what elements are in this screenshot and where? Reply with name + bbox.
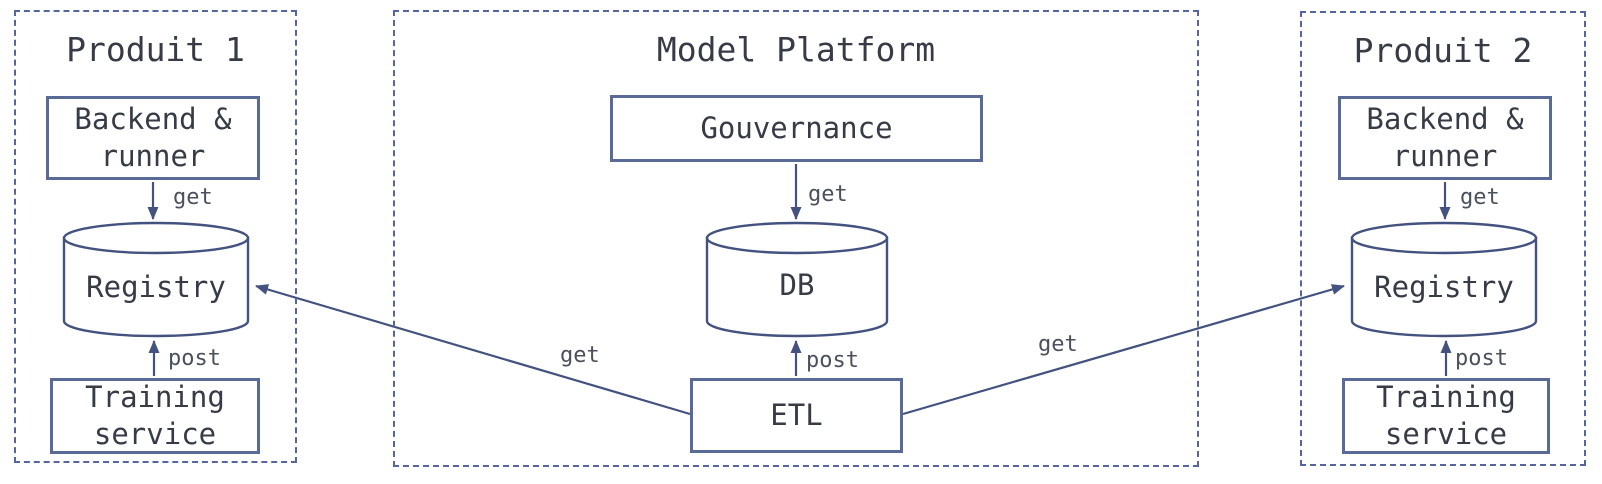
edge-label-gouvernance-db: get — [808, 182, 848, 207]
edge-label-etl-registry1: get — [560, 343, 600, 368]
node-training-service-2: Training service — [1342, 378, 1550, 454]
edge-label-backend2-registry2: get — [1460, 185, 1500, 210]
node-backend-runner-1-line2: runner — [100, 139, 206, 173]
node-training-service-1-line2: service — [93, 417, 217, 451]
group-produit-2-title: Produit 2 — [1353, 31, 1533, 70]
node-backend-runner-2-line1: Backend & — [1366, 102, 1524, 136]
group-produit-2: Produit 2 — [1300, 11, 1586, 466]
edge-label-training2-registry2: post — [1455, 346, 1508, 371]
arrow-etl-to-registry1 — [255, 284, 691, 416]
node-backend-runner-2: Backend & runner — [1338, 96, 1552, 180]
edge-label-etl-db: post — [806, 348, 859, 373]
node-backend-runner-2-line2: runner — [1392, 139, 1498, 173]
arrow-etl-to-registry2 — [902, 284, 1345, 416]
node-backend-runner-1-line1: Backend & — [74, 102, 232, 136]
node-etl-label: ETL — [770, 398, 823, 432]
node-training-service-2-line2: service — [1384, 417, 1508, 451]
node-training-service-1-line1: Training — [85, 380, 225, 414]
node-training-service-1: Training service — [50, 378, 260, 454]
group-produit-1: Produit 1 — [14, 10, 297, 463]
node-registry-1-label: Registry — [86, 270, 226, 304]
node-training-service-2-line1: Training — [1376, 380, 1516, 414]
node-db-label: DB — [779, 268, 815, 302]
node-registry-2-label: Registry — [1374, 270, 1514, 304]
node-gouvernance: Gouvernance — [610, 95, 983, 162]
group-model-platform-title: Model Platform — [656, 30, 936, 69]
edge-label-backend1-registry1: get — [173, 185, 213, 210]
node-backend-runner-1: Backend & runner — [46, 96, 260, 180]
edge-label-training1-registry1: post — [168, 346, 221, 371]
registry1-database-cylinder — [62, 221, 250, 338]
node-etl: ETL — [690, 378, 903, 453]
db-database-cylinder — [705, 221, 889, 338]
group-model-platform: Model Platform — [393, 10, 1199, 467]
node-gouvernance-label: Gouvernance — [700, 111, 893, 145]
edge-label-etl-registry2: get — [1038, 332, 1078, 357]
registry2-database-cylinder — [1350, 221, 1538, 338]
group-produit-1-title: Produit 1 — [66, 30, 245, 69]
